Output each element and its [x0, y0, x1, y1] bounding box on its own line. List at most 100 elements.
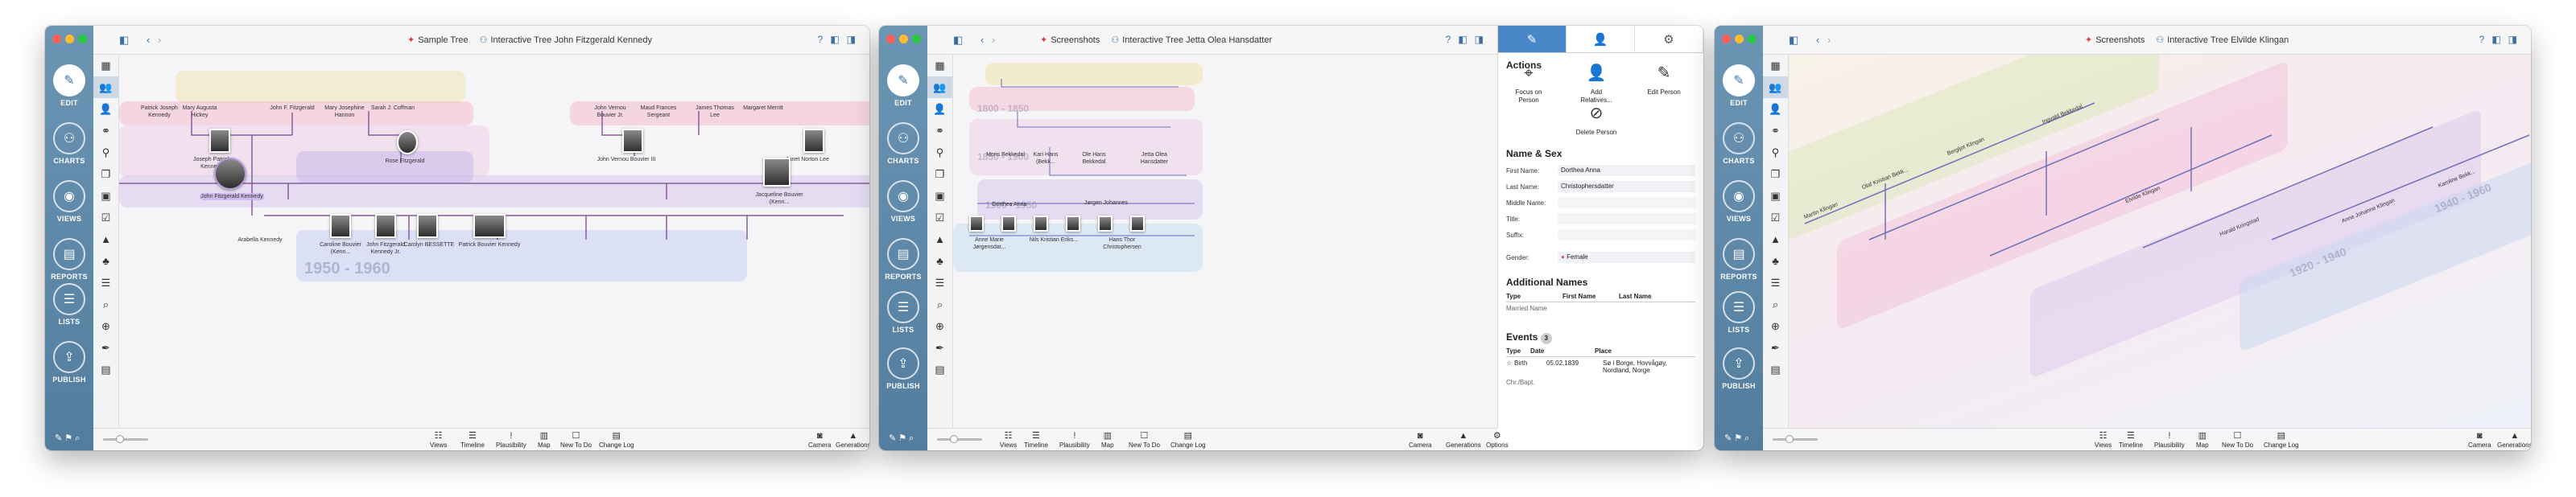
person-node[interactable]: [2202, 138, 2238, 170]
person-node[interactable]: [409, 72, 433, 93]
table-row[interactable]: Married Name: [1506, 305, 1547, 312]
nav-views[interactable]: ◉VIEWS: [1715, 180, 1763, 223]
person-node[interactable]: [1004, 96, 1023, 113]
first-name-field[interactable]: Dorthea Anna: [1558, 165, 1695, 176]
eyedropper-icon[interactable]: ✒: [101, 342, 110, 354]
book-icon[interactable]: ▤: [935, 364, 945, 376]
layers-icon[interactable]: ☰: [935, 277, 945, 289]
person-photo[interactable]: [1098, 216, 1113, 232]
source-icon[interactable]: ❐: [1770, 168, 1781, 180]
title-field[interactable]: [1558, 213, 1695, 224]
person-node[interactable]: [1087, 65, 1101, 78]
nav-views[interactable]: ◉VIEWS: [45, 180, 93, 223]
person-node[interactable]: [1827, 117, 1856, 142]
tree-chart[interactable]: 1950 - 1960 Patrick Joseph Kennedy Mary …: [119, 55, 869, 428]
person-photo[interactable]: [330, 214, 351, 238]
person-node[interactable]: [996, 133, 1015, 150]
nav-charts[interactable]: ⚇CHARTS: [1715, 122, 1763, 165]
person-node[interactable]: [1133, 96, 1152, 113]
plausibility-button[interactable]: !Plausibility: [2154, 431, 2185, 449]
last-name-field[interactable]: Christophersdatter: [1558, 181, 1695, 192]
person-node[interactable]: [1874, 140, 1905, 167]
person-node[interactable]: [1084, 133, 1104, 150]
toolbar-right-icons[interactable]: ?◧◨: [1445, 34, 1491, 45]
nav-reports[interactable]: ▤REPORTS: [879, 238, 927, 281]
back-icon[interactable]: ‹: [1816, 34, 1820, 46]
breadcrumb-chart[interactable]: Interactive Tree Jetta Olea Hansdatter: [1122, 35, 1273, 45]
tree-icon[interactable]: ♣: [936, 255, 943, 267]
change-log-button[interactable]: ▤Change Log: [1170, 431, 1206, 449]
sidebar-toggle-icon[interactable]: ◧: [119, 34, 130, 46]
tab-person[interactable]: 👤: [1567, 26, 1635, 52]
zoom-window-button[interactable]: [912, 35, 921, 43]
person-node[interactable]: [974, 255, 989, 268]
person-node[interactable]: [1036, 133, 1055, 150]
breadcrumb-database[interactable]: Screenshots: [2095, 35, 2145, 45]
camera-button[interactable]: ◙Camera: [2468, 431, 2491, 449]
views-button[interactable]: ☷Views: [2095, 431, 2112, 449]
source-icon[interactable]: ❐: [101, 168, 111, 180]
person-node[interactable]: [248, 72, 272, 93]
zoom-slider-knob[interactable]: [950, 435, 958, 443]
eyedropper-icon[interactable]: ✒: [935, 342, 944, 354]
people-icon[interactable]: 👥: [927, 76, 952, 98]
media-icon[interactable]: ▣: [935, 190, 945, 202]
toolbar-right-icons[interactable]: ?◧◨: [817, 34, 863, 45]
nav-lists[interactable]: ☰LISTS: [45, 283, 93, 326]
add-relatives-button[interactable]: 👤Add Relatives...: [1574, 65, 1619, 105]
person-photo[interactable]: [1130, 216, 1145, 232]
person-photo[interactable]: [763, 158, 791, 187]
tree-chart[interactable]: 1800 - 1850 1850 - 1900 1900 - 1950 Mons…: [953, 55, 1497, 428]
pin-icon[interactable]: ⚲: [935, 146, 944, 158]
person-photo[interactable]: [473, 214, 506, 238]
generations-button[interactable]: ▲Generations: [2497, 431, 2531, 449]
person-node[interactable]: [1094, 175, 1118, 196]
person-node[interactable]: [1977, 171, 2011, 200]
person-node[interactable]: [1165, 96, 1184, 113]
people-icon[interactable]: 👥: [93, 76, 118, 98]
person-node[interactable]: [1038, 255, 1053, 268]
nav-reports[interactable]: ▤REPORTS: [45, 238, 93, 281]
person-node[interactable]: [723, 72, 747, 93]
nav-lists[interactable]: ☰LISTS: [879, 291, 927, 334]
minimize-window-button[interactable]: [65, 35, 74, 43]
todo-icon[interactable]: ☑: [101, 212, 111, 224]
new-todo-button[interactable]: ☐New To Do: [2222, 431, 2253, 449]
person-node[interactable]: [2103, 56, 2142, 90]
minimize-window-button[interactable]: [899, 35, 908, 43]
new-todo-button[interactable]: ☐New To Do: [560, 431, 592, 449]
generations-button[interactable]: ▲Generations: [1446, 431, 1481, 449]
person-node[interactable]: [320, 72, 345, 93]
book-icon[interactable]: ▤: [1770, 364, 1781, 376]
pin-icon[interactable]: ⚲: [101, 146, 110, 158]
person-node[interactable]: [828, 72, 852, 93]
link-icon[interactable]: ⚭: [101, 125, 110, 137]
camera-button[interactable]: ◙Camera: [1409, 431, 1432, 449]
nav-publish[interactable]: ⇪PUBLISH: [1715, 347, 1763, 390]
close-window-button[interactable]: [1722, 35, 1731, 43]
tab-edit[interactable]: ✎: [1498, 26, 1567, 52]
zoom-icon[interactable]: ⊕: [101, 320, 110, 332]
grid-icon[interactable]: ▦: [101, 60, 111, 72]
person-photo[interactable]: [1034, 216, 1048, 232]
person-node[interactable]: [1060, 96, 1080, 113]
minimize-window-button[interactable]: [1735, 35, 1744, 43]
link-icon[interactable]: ⚭: [935, 125, 944, 137]
person-node[interactable]: [245, 204, 276, 232]
person-photo[interactable]: [1001, 216, 1016, 232]
tree-icon[interactable]: ♣: [1772, 255, 1779, 267]
timeline-button[interactable]: ☰Timeline: [2119, 431, 2143, 449]
forward-icon[interactable]: ›: [992, 34, 996, 46]
person-photo[interactable]: [375, 214, 396, 238]
person-photo[interactable]: [209, 129, 230, 153]
nav-publish[interactable]: ⇪PUBLISH: [45, 341, 93, 384]
search-icon[interactable]: ⌕: [936, 298, 943, 310]
person-node[interactable]: [2429, 140, 2461, 167]
sidebar-footer-icons[interactable]: ✎⚑⌕: [1724, 433, 1752, 443]
person-node[interactable]: [998, 65, 1013, 78]
plausibility-button[interactable]: !Plausibility: [496, 431, 526, 449]
views-button[interactable]: ☷Views: [430, 431, 448, 449]
layers-icon[interactable]: ☰: [101, 277, 111, 289]
map-button[interactable]: ▥Map: [538, 431, 551, 449]
